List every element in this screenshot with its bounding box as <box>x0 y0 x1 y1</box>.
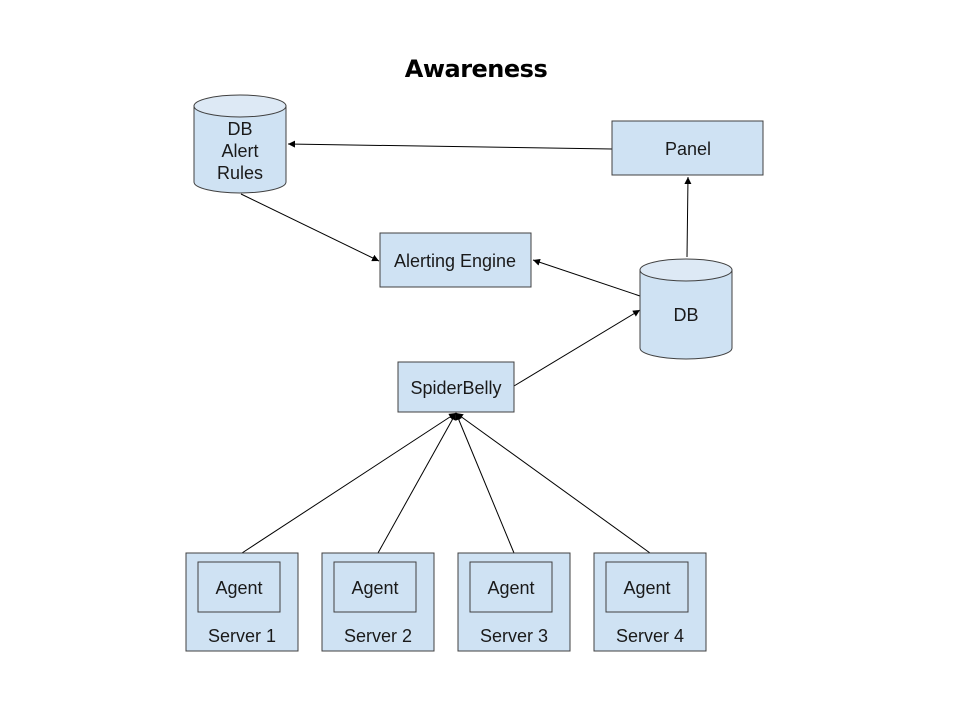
diagram-title: Awareness <box>405 55 548 83</box>
edge-server-1-to-spiderbelly <box>241 412 457 554</box>
panel-node: Panel <box>611 120 764 176</box>
server-node-3: Agent Server 3 <box>457 552 571 652</box>
db-alert-rules-label-line-2: Alert <box>221 141 258 161</box>
server-label-3: Server 3 <box>480 626 548 646</box>
edge-spiderbelly-to-db <box>513 309 641 387</box>
edges <box>240 140 692 554</box>
alerting-engine-node: Alerting Engine <box>379 232 532 288</box>
edge-db-alert-rules-to-alerting-engine <box>240 193 380 262</box>
db-alert-rules-label-line-1: DB <box>227 119 252 139</box>
server-node-1: Agent Server 1 <box>185 552 299 652</box>
edge-server-2-to-spiderbelly <box>377 412 457 554</box>
server-label-4: Server 4 <box>616 626 684 646</box>
spiderbelly-node: SpiderBelly <box>397 361 515 413</box>
db-node: DB <box>639 258 733 360</box>
edge-server-4-to-spiderbelly <box>455 412 651 554</box>
db-label: DB <box>673 305 698 325</box>
agent-label-4: Agent <box>623 578 670 598</box>
spiderbelly-label: SpiderBelly <box>410 378 501 398</box>
server-label-1: Server 1 <box>208 626 276 646</box>
panel-label: Panel <box>665 139 711 159</box>
server-node-4: Agent Server 4 <box>593 552 707 652</box>
edge-panel-to-db-alert-rules <box>287 140 613 150</box>
db-alert-rules-node: DB Alert Rules <box>193 94 287 194</box>
agent-label-2: Agent <box>351 578 398 598</box>
agent-label-1: Agent <box>215 578 262 598</box>
server-node-2: Agent Server 2 <box>321 552 435 652</box>
agent-label-3: Agent <box>487 578 534 598</box>
server-label-2: Server 2 <box>344 626 412 646</box>
edge-server-3-to-spiderbelly <box>455 412 515 554</box>
edge-db-to-panel <box>684 176 692 258</box>
alerting-engine-label: Alerting Engine <box>394 251 516 271</box>
edge-db-to-alerting-engine <box>532 258 641 297</box>
db-alert-rules-label-line-3: Rules <box>217 163 263 183</box>
